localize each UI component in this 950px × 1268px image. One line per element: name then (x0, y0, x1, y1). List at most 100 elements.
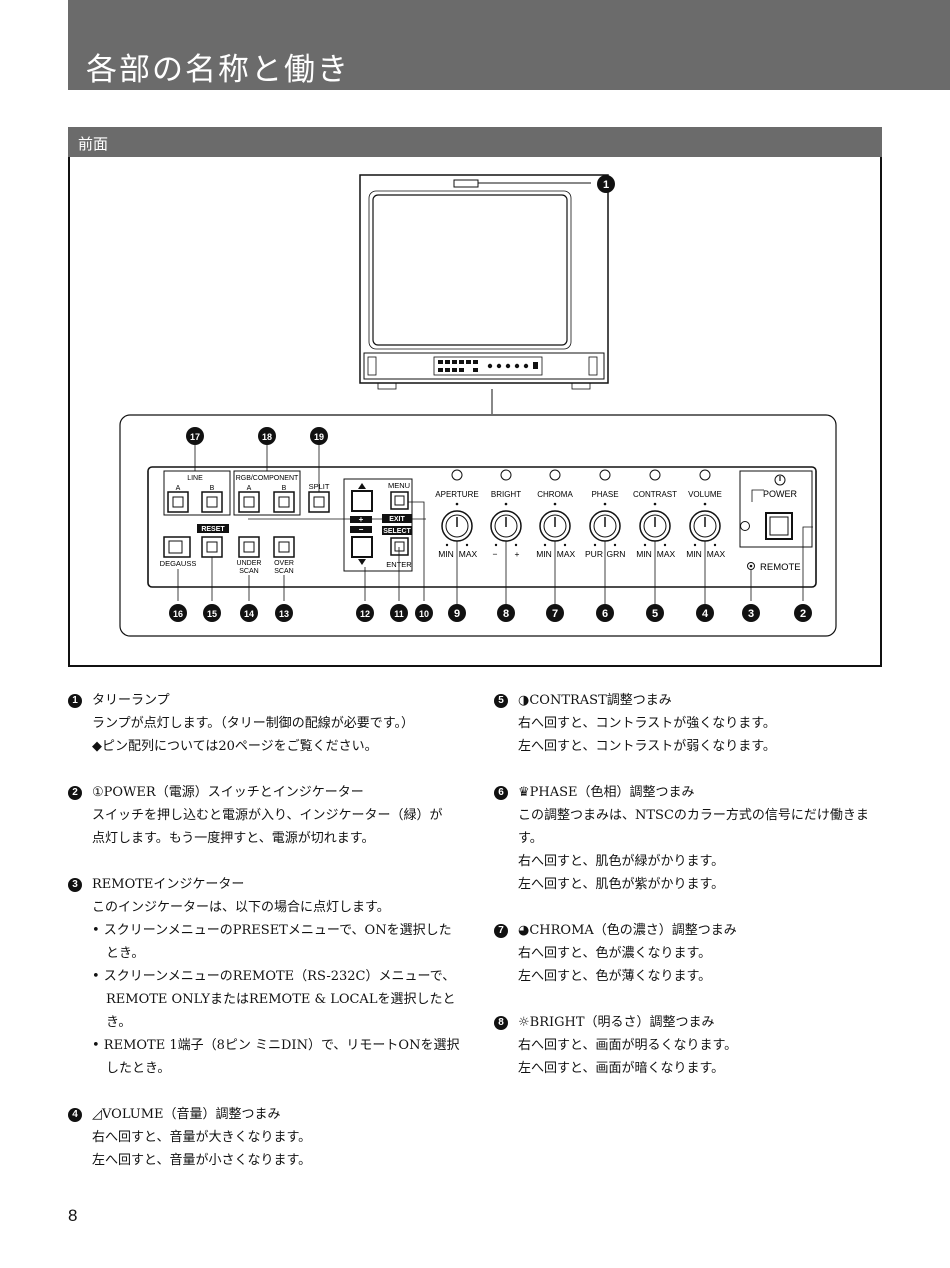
knob-max-label: MAX (657, 549, 676, 559)
bullet-text: したとき。 (106, 1061, 171, 1076)
degauss-button[interactable] (163, 536, 191, 558)
knob-min-label: MIN (636, 549, 652, 559)
rgb-a-button[interactable] (238, 491, 260, 513)
split-button[interactable] (308, 491, 330, 513)
callout-13: 13 (275, 604, 293, 622)
knob-min-label: MIN (438, 549, 454, 559)
line-b-button[interactable] (201, 491, 223, 513)
item-text: 左へ回すと、音量が小さくなります。 (92, 1153, 312, 1168)
item-text: 右へ回すと、画面が明るくなります。 (518, 1038, 738, 1053)
svg-text:12: 12 (360, 609, 370, 619)
bullet-text: • スクリーンメニューのREMOTE（RS-232C）メニューで、 (92, 969, 456, 984)
knob-max-label: MAX (707, 549, 726, 559)
svg-text:2: 2 (800, 608, 806, 620)
svg-text:14: 14 (244, 609, 254, 619)
minus-badge (350, 526, 372, 533)
plus-label: + (359, 515, 364, 524)
callout-19: 19 (310, 427, 328, 445)
minus-label: − (359, 525, 364, 534)
knob-max-label: MAX (459, 549, 478, 559)
rgb-group-label: RGB/COMPONENT (236, 475, 299, 482)
knob-symbol-icon (699, 469, 711, 481)
knob-callout (696, 604, 714, 622)
line-a-label: A (176, 485, 181, 492)
item-title: REMOTEインジケーター (92, 877, 245, 892)
right-column: 5◑CONTRAST調整つまみ 右へ回すと、コントラストが強くなります。 左へ回… (494, 689, 894, 1103)
knob-symbol-icon (549, 469, 561, 481)
svg-text:5: 5 (652, 608, 658, 620)
callout-12: 12 (356, 604, 374, 622)
knob-min-label: − (493, 549, 498, 559)
menu-button[interactable] (390, 491, 409, 510)
callout-18: 18 (258, 427, 276, 445)
enter-button[interactable] (390, 537, 409, 556)
knob-label: PHASE (591, 490, 618, 499)
bullet-text: REMOTE ONLYまたはREMOTE & LOCALを選択したと (106, 992, 456, 1007)
bullet-text: • スクリーンメニューのPRESETメニューで、ONを選択した (92, 923, 452, 938)
item-number: 4 (68, 1107, 82, 1122)
down-button[interactable] (351, 536, 373, 558)
rgb-b-button[interactable] (273, 491, 295, 513)
item-text: 右へ回すと、コントラストが強くなります。 (518, 716, 776, 731)
power-button[interactable] (765, 512, 793, 540)
item-title: ①POWER（電源）スイッチとインジケーター (92, 785, 364, 800)
leader-lines (177, 444, 813, 601)
under-scan-button[interactable] (238, 536, 260, 558)
svg-text:16: 16 (173, 609, 183, 619)
item-text: す。 (518, 831, 543, 846)
bullet-text: • REMOTE 1端子（8ピン ミニDIN）で、リモートONを選択 (92, 1038, 460, 1053)
line-a-button[interactable] (167, 491, 189, 513)
knob-label: CONTRAST (633, 490, 677, 499)
knob-callout (596, 604, 614, 622)
callout-3: 3 (742, 604, 760, 622)
menu-cluster (343, 478, 413, 572)
power-group (739, 470, 813, 548)
knob-callout (497, 604, 515, 622)
up-button[interactable] (351, 490, 373, 512)
panel-outline (119, 414, 837, 637)
control-panel (147, 466, 817, 588)
header-bar: 各部の名称と働き (68, 0, 950, 90)
item-4: 4◿VOLUME（音量）調整つまみ 右へ回すと、音量が大きくなります。 左へ回す… (68, 1103, 468, 1172)
item-6: 6♛PHASE（色相）調整つまみ この調整つまみは、NTSCのカラー方式の信号に… (494, 781, 894, 896)
knob-bright[interactable]: BRIGHT−+8 (490, 469, 522, 622)
bullet-text: とき。 (106, 946, 145, 961)
callout-16: 16 (169, 604, 187, 622)
item-title: ☼BRIGHT（明るさ）調整つまみ (518, 1015, 715, 1030)
power-label: POWER (763, 489, 798, 499)
item-title: ◑CONTRAST調整つまみ (518, 693, 672, 708)
reset-button[interactable] (201, 536, 223, 558)
item-text: 左へ回すと、コントラストが弱くなります。 (518, 739, 776, 754)
knob-label: APERTURE (435, 490, 478, 499)
callout-10: 10 (415, 604, 433, 622)
svg-text:1: 1 (603, 179, 609, 191)
diagram-frame (68, 157, 882, 667)
item-text: このインジケーターは、以下の場合に点灯します。 (92, 900, 390, 915)
knob-max-label: MAX (557, 549, 576, 559)
knob-max-label: + (515, 549, 520, 559)
plus-badge (350, 516, 372, 523)
power-indicator (740, 521, 750, 531)
knob-contrast[interactable]: CONTRAST MIN MAX 5 (633, 469, 677, 622)
item-text: 左へ回すと、肌色が紫がかります。 (518, 877, 725, 892)
item-text: この調整つまみは、NTSCのカラー方式の信号にだけ働きま (518, 808, 869, 823)
item-7: 7◕CHROMA（色の濃さ）調整つまみ 右へ回すと、色が濃くなります。 左へ回す… (494, 919, 894, 988)
knob-max-label: GRN (607, 549, 626, 559)
callout-15: 15 (203, 604, 221, 622)
reset-label: RESET (201, 526, 225, 533)
over-scan-button[interactable] (273, 536, 295, 558)
svg-text:8: 8 (503, 608, 509, 620)
item-title: ◕CHROMA（色の濃さ）調整つまみ (518, 923, 737, 938)
svg-text:10: 10 (419, 609, 429, 619)
svg-text:18: 18 (262, 432, 272, 442)
line-b-label: B (210, 485, 215, 492)
item-text: 点灯します。もう一度押すと、電源が切れます。 (92, 831, 375, 846)
item-number: 8 (494, 1015, 508, 1030)
